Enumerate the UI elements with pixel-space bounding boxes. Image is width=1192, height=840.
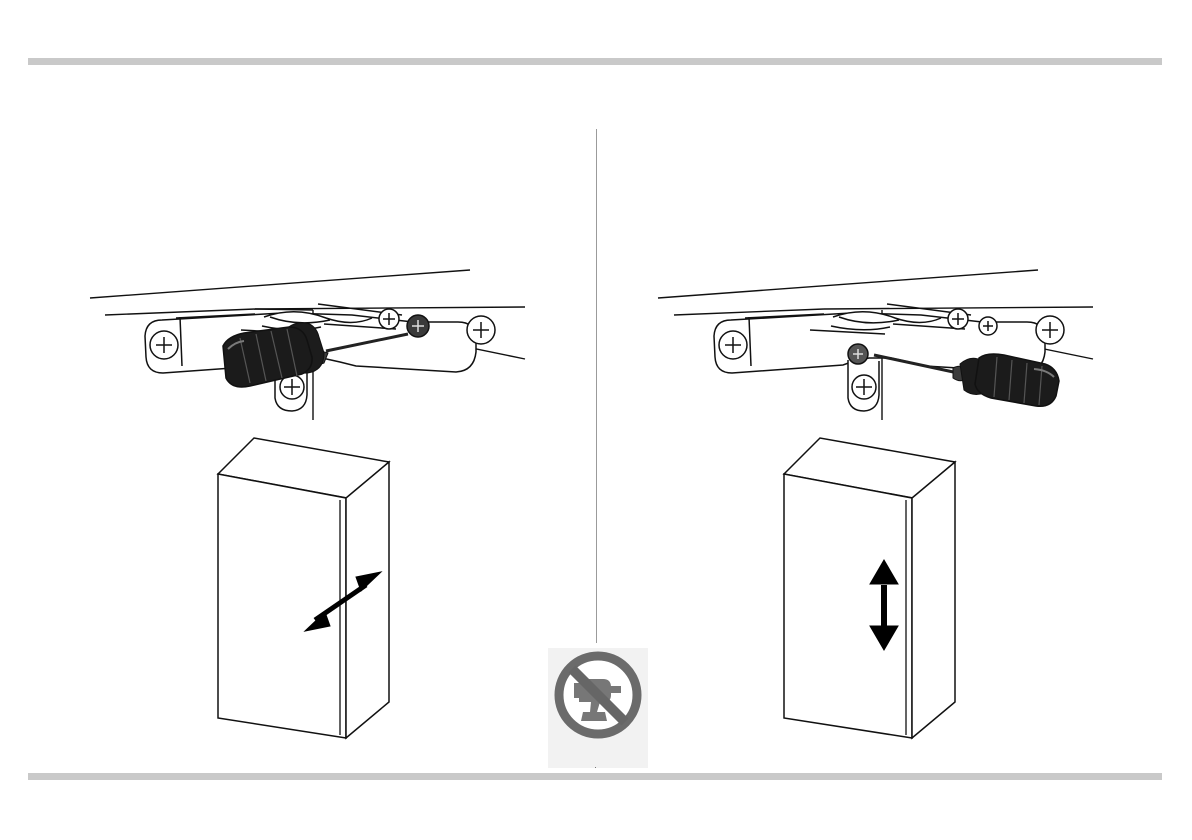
cabinet-illustration-right: [784, 438, 955, 738]
no-power-drill-icon: [548, 648, 648, 768]
right-instruction-panel: [596, 0, 1192, 840]
page-marker: [595, 767, 596, 768]
left-instruction-panel: [0, 0, 596, 840]
screwdriver-icon: [874, 354, 1059, 406]
